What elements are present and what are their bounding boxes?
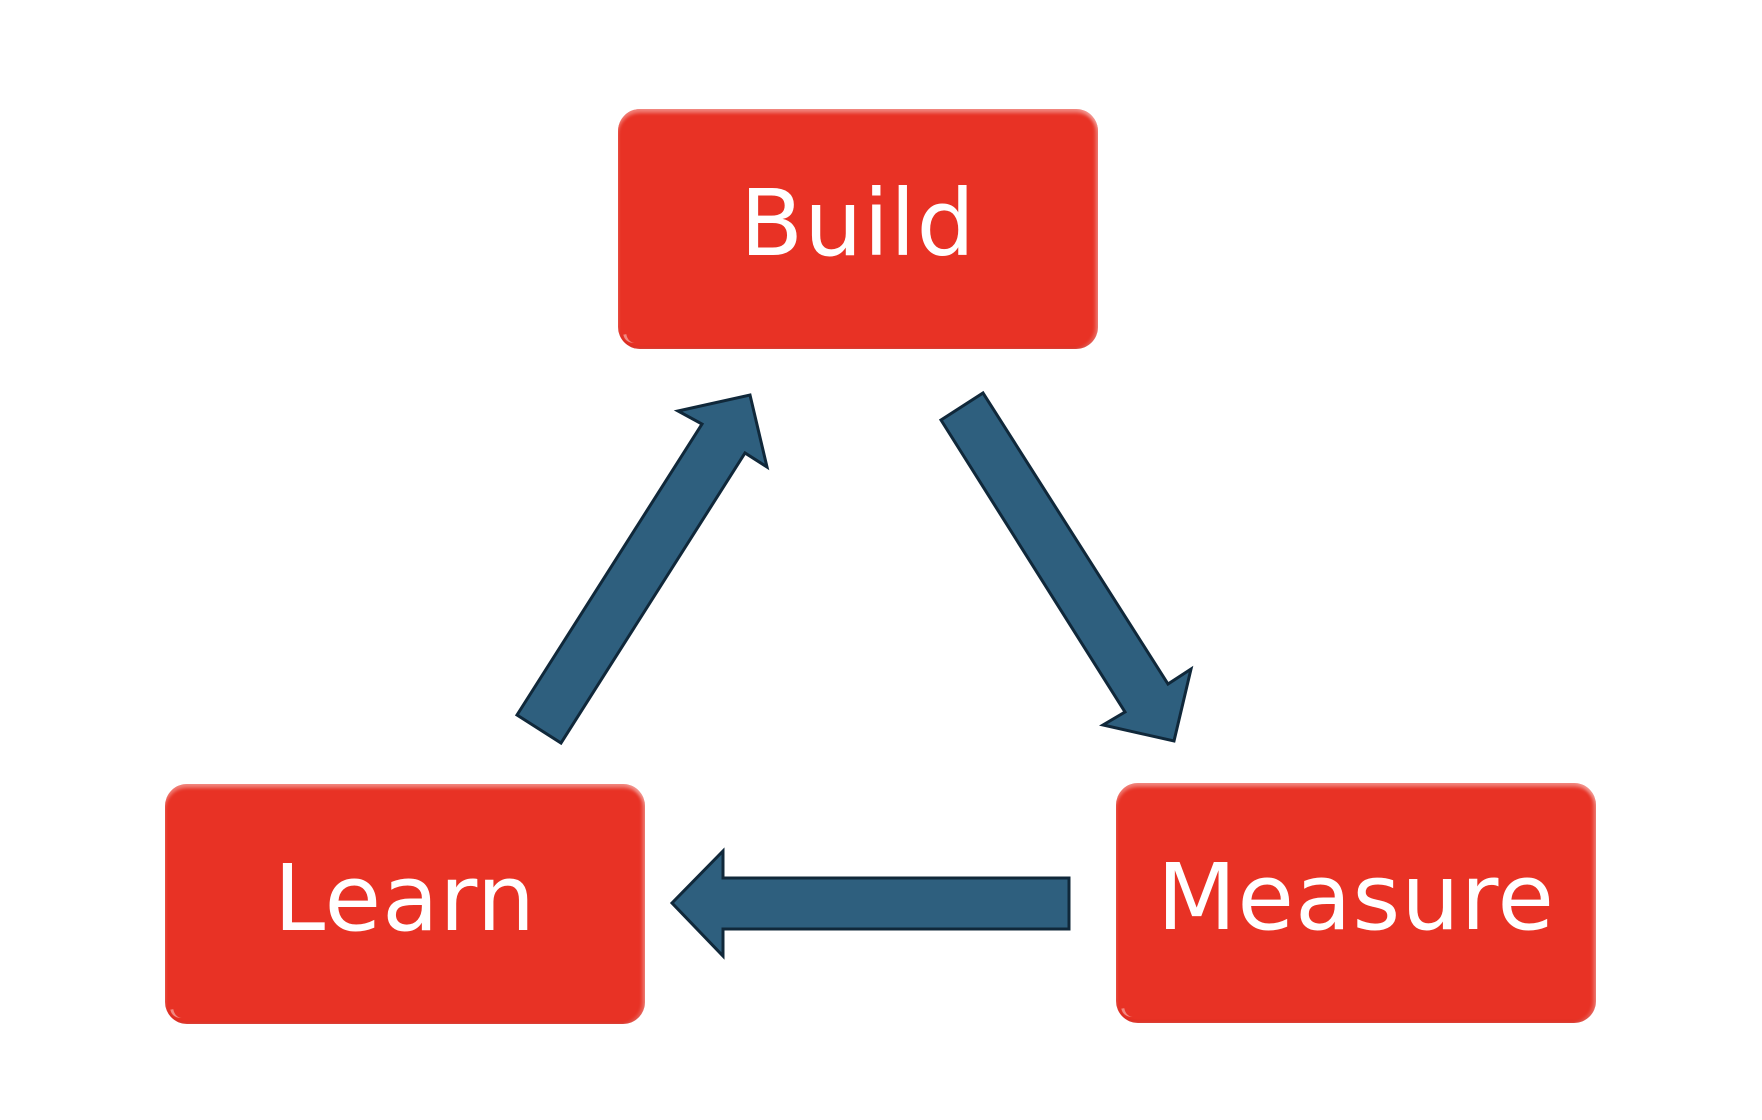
- node-build[interactable]: Build: [618, 109, 1098, 349]
- arrow-measure-to-learn: [669, 847, 1071, 960]
- node-build-label: Build: [740, 170, 976, 277]
- node-measure[interactable]: Measure: [1116, 783, 1596, 1023]
- arrow-learn-to-build: [514, 393, 770, 746]
- arrow-build-to-measure: [938, 390, 1194, 743]
- node-learn-label: Learn: [273, 845, 537, 952]
- node-measure-label: Measure: [1157, 844, 1555, 951]
- node-learn[interactable]: Learn: [165, 784, 645, 1024]
